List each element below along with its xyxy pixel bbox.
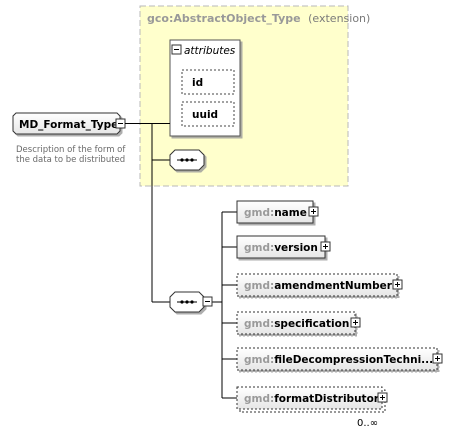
element-file-decompression-technique[interactable]: gmd:fileDecompressionTechni...	[236, 347, 443, 371]
attribute-uuid-label: uuid	[192, 109, 218, 121]
element-specification-label: specification	[274, 318, 349, 330]
root-element[interactable]: MD_Format_Type	[12, 112, 126, 135]
element-amendment-number-label: amendmentNumber	[274, 280, 393, 292]
svg-text:gmd:formatDistributor: gmd:formatDistributor	[244, 393, 380, 405]
root-element-name: MD_Format_Type	[19, 119, 118, 131]
element-version-prefix: gmd:	[244, 242, 274, 254]
attributes-group: attributes id uuid	[169, 39, 241, 137]
element-format-distributor-prefix: gmd:	[244, 393, 274, 405]
element-amendment-number[interactable]: gmd:amendmentNumber	[236, 273, 403, 297]
svg-text:gmd:specification: gmd:specification	[244, 318, 349, 330]
element-format-distributor[interactable]: gmd:formatDistributor	[236, 386, 388, 413]
attribute-id-label: id	[192, 77, 203, 89]
connectors	[125, 123, 237, 399]
element-name-label: name	[274, 207, 307, 219]
element-version-label: version	[274, 242, 318, 254]
extension-base-type: gco:AbstractObject_Type	[147, 12, 301, 25]
element-name[interactable]: gmd:name	[236, 200, 319, 224]
element-file-decompression-prefix: gmd:	[244, 354, 274, 366]
element-specification-prefix: gmd:	[244, 318, 274, 330]
sequence-compositor[interactable]	[169, 149, 205, 171]
svg-text:gco:AbstractObject_Type: gco:AbstractObject_Type (extension)	[147, 12, 370, 25]
element-amendment-number-prefix: gmd:	[244, 280, 274, 292]
element-format-distributor-label: formatDistributor	[274, 393, 380, 405]
element-name-prefix: gmd:	[244, 207, 274, 219]
attributes-title: attributes	[184, 45, 236, 57]
svg-text:gmd:name: gmd:name	[244, 207, 307, 219]
svg-text:gmd:version: gmd:version	[244, 242, 318, 254]
sequence-compositor-elements[interactable]	[169, 291, 213, 313]
svg-text:gmd:amendmentNumber: gmd:amendmentNumber	[244, 280, 393, 292]
root-description-line-2: the data to be distributed	[16, 155, 125, 165]
element-specification[interactable]: gmd:specification	[236, 311, 361, 335]
element-file-decompression-label: fileDecompressionTechni...	[274, 354, 433, 366]
root-description-line-1: Description of the form of	[16, 145, 126, 155]
svg-text:gmd:fileDecompressionTechni...: gmd:fileDecompressionTechni...	[244, 354, 433, 366]
attribute-id[interactable]	[181, 69, 235, 95]
multiplicity-label: 0..∞	[357, 418, 378, 429]
element-version[interactable]: gmd:version	[236, 235, 331, 259]
extension-label: (extension)	[308, 12, 370, 25]
attribute-uuid[interactable]	[181, 101, 235, 127]
